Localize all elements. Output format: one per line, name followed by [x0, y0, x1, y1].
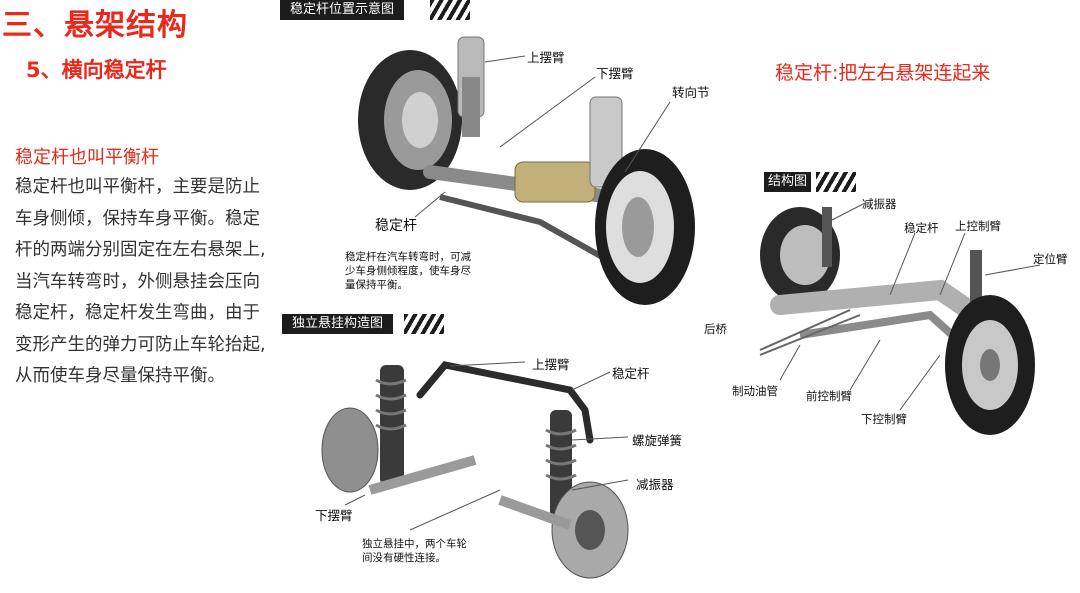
stabilizer-caption: 稳定杆:把左右悬架连起来	[775, 62, 991, 84]
note-line: 量保持平衡。	[345, 279, 408, 291]
label-coil-spring: 螺旋弹簧	[632, 433, 683, 448]
section-subtitle: 5、横向稳定杆	[26, 58, 167, 82]
label-shock-3: 减振器	[862, 197, 897, 211]
label-stabilizer: 稳定杆	[375, 218, 417, 234]
label-upper-arm: 上摆臂	[527, 50, 565, 65]
label-knuckle: 转向节	[672, 85, 710, 100]
figure3-tab-label: 结构图	[764, 172, 812, 192]
label-lower-arm-2: 下摆臂	[315, 508, 353, 523]
label-lower-arm: 下摆臂	[596, 66, 634, 81]
figure2-illustration	[321, 361, 629, 579]
label-shock-absorber: 减振器	[636, 477, 674, 492]
paragraph-line: 杆的两端分别固定在左右悬架上,	[15, 240, 266, 260]
label-rear-axle: 后桥	[704, 322, 727, 336]
paragraph-line: 稳定杆也叫平衡杆，主要是防止	[15, 177, 260, 197]
figure1-note: 稳定杆在汽车转弯时，可减 少车身侧倾程度，使车身尽 量保持平衡。	[345, 250, 471, 292]
figure3-tab: 结构图	[764, 172, 874, 192]
label-upper-control-arm: 上控制臂	[955, 219, 1001, 233]
label-front-control-arm: 前控制臂	[806, 389, 852, 403]
paragraph-body: 稳定杆也叫平衡杆，主要是防止 车身侧倾，保持车身平衡。稳定 杆的两端分别固定在左…	[15, 172, 277, 393]
label-upper-arm-2: 上摆臂	[532, 357, 570, 372]
paragraph-heading: 稳定杆也叫平衡杆	[15, 147, 159, 168]
label-locating-arm: 定位臂	[1033, 252, 1068, 266]
label-stabilizer-2: 稳定杆	[612, 366, 650, 381]
figure3-illustration	[759, 202, 1041, 435]
figure1-tab-label: 稳定杆位置示意图	[280, 0, 405, 20]
paragraph-line: 稳定杆，稳定杆发生弯曲，由于	[15, 303, 260, 323]
note-line: 稳定杆在汽车转弯时，可减	[345, 251, 471, 263]
page-title: 三、悬架结构	[2, 8, 188, 43]
note-line: 间没有硬性连接。	[362, 552, 446, 564]
label-brake-line: 制动油管	[732, 384, 778, 398]
figure2-note: 独立悬挂中，两个车轮 间没有硬性连接。	[362, 537, 467, 565]
note-line: 独立悬挂中，两个车轮	[362, 538, 467, 550]
label-lower-control-arm: 下控制臂	[861, 412, 907, 426]
note-line: 少车身侧倾程度，使车身尽	[345, 265, 471, 277]
label-stabilizer-3: 稳定杆	[904, 221, 939, 235]
paragraph-line: 从而使车身尽量保持平衡。	[15, 366, 225, 386]
paragraph-line: 车身侧倾，保持车身平衡。稳定	[15, 208, 260, 229]
figure1-illustration	[358, 36, 695, 305]
figure2-tab: 独立悬挂构造图	[282, 314, 482, 334]
figure1-tab: 稳定杆位置示意图	[280, 0, 480, 20]
paragraph-line: 变形产生的弹力可防止车轮抬起,	[15, 334, 266, 355]
figure2-tab-label: 独立悬挂构造图	[282, 314, 394, 334]
paragraph-line: 当汽车转弯时，外侧悬挂会压向	[15, 271, 260, 292]
